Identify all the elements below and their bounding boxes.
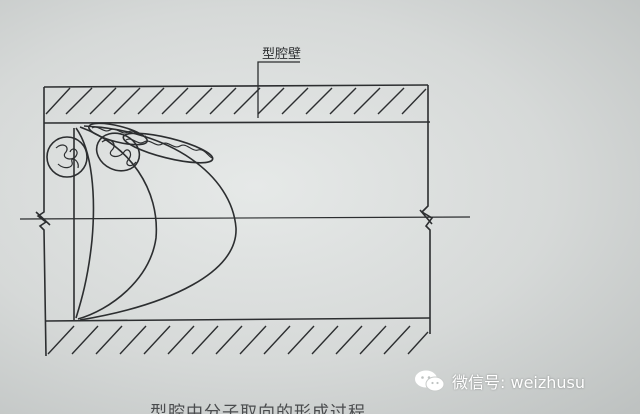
top-wall-inner-edge bbox=[43, 121, 431, 124]
wechat-icon bbox=[415, 370, 445, 392]
caption-text: 型腔中分子取向的形成过程 bbox=[150, 403, 366, 414]
watermark-text: 微信号: weizhusu bbox=[452, 373, 586, 392]
axis-break-left bbox=[35, 211, 51, 226]
coiled-molecule-circle bbox=[46, 136, 88, 178]
flow-front-curve-1 bbox=[75, 127, 95, 319]
top-wall-hatching bbox=[45, 87, 427, 115]
coiled-molecule-chain bbox=[55, 144, 79, 169]
stretching-molecule-chain bbox=[101, 139, 137, 167]
wall-label: 型腔壁 bbox=[262, 47, 301, 62]
left-wall-line bbox=[36, 87, 48, 357]
flow-front-curve-3 bbox=[79, 125, 237, 321]
watermark: 微信号: weizhusu bbox=[414, 368, 585, 394]
top-wall-outer-edge bbox=[43, 84, 429, 88]
flow-front-curve-2 bbox=[77, 126, 158, 320]
stretching-molecule-ellipse bbox=[95, 132, 141, 172]
right-wall-line bbox=[420, 85, 434, 334]
center-axis-line bbox=[19, 216, 471, 220]
wall-label-leader bbox=[257, 61, 300, 118]
bottom-wall-inner-edge bbox=[45, 317, 431, 322]
bottom-wall-hatching bbox=[47, 325, 429, 355]
oriented-molecule-ellipse-2 bbox=[122, 132, 214, 164]
oriented-molecule-chain-2 bbox=[125, 138, 213, 159]
axis-break-right bbox=[419, 209, 433, 225]
